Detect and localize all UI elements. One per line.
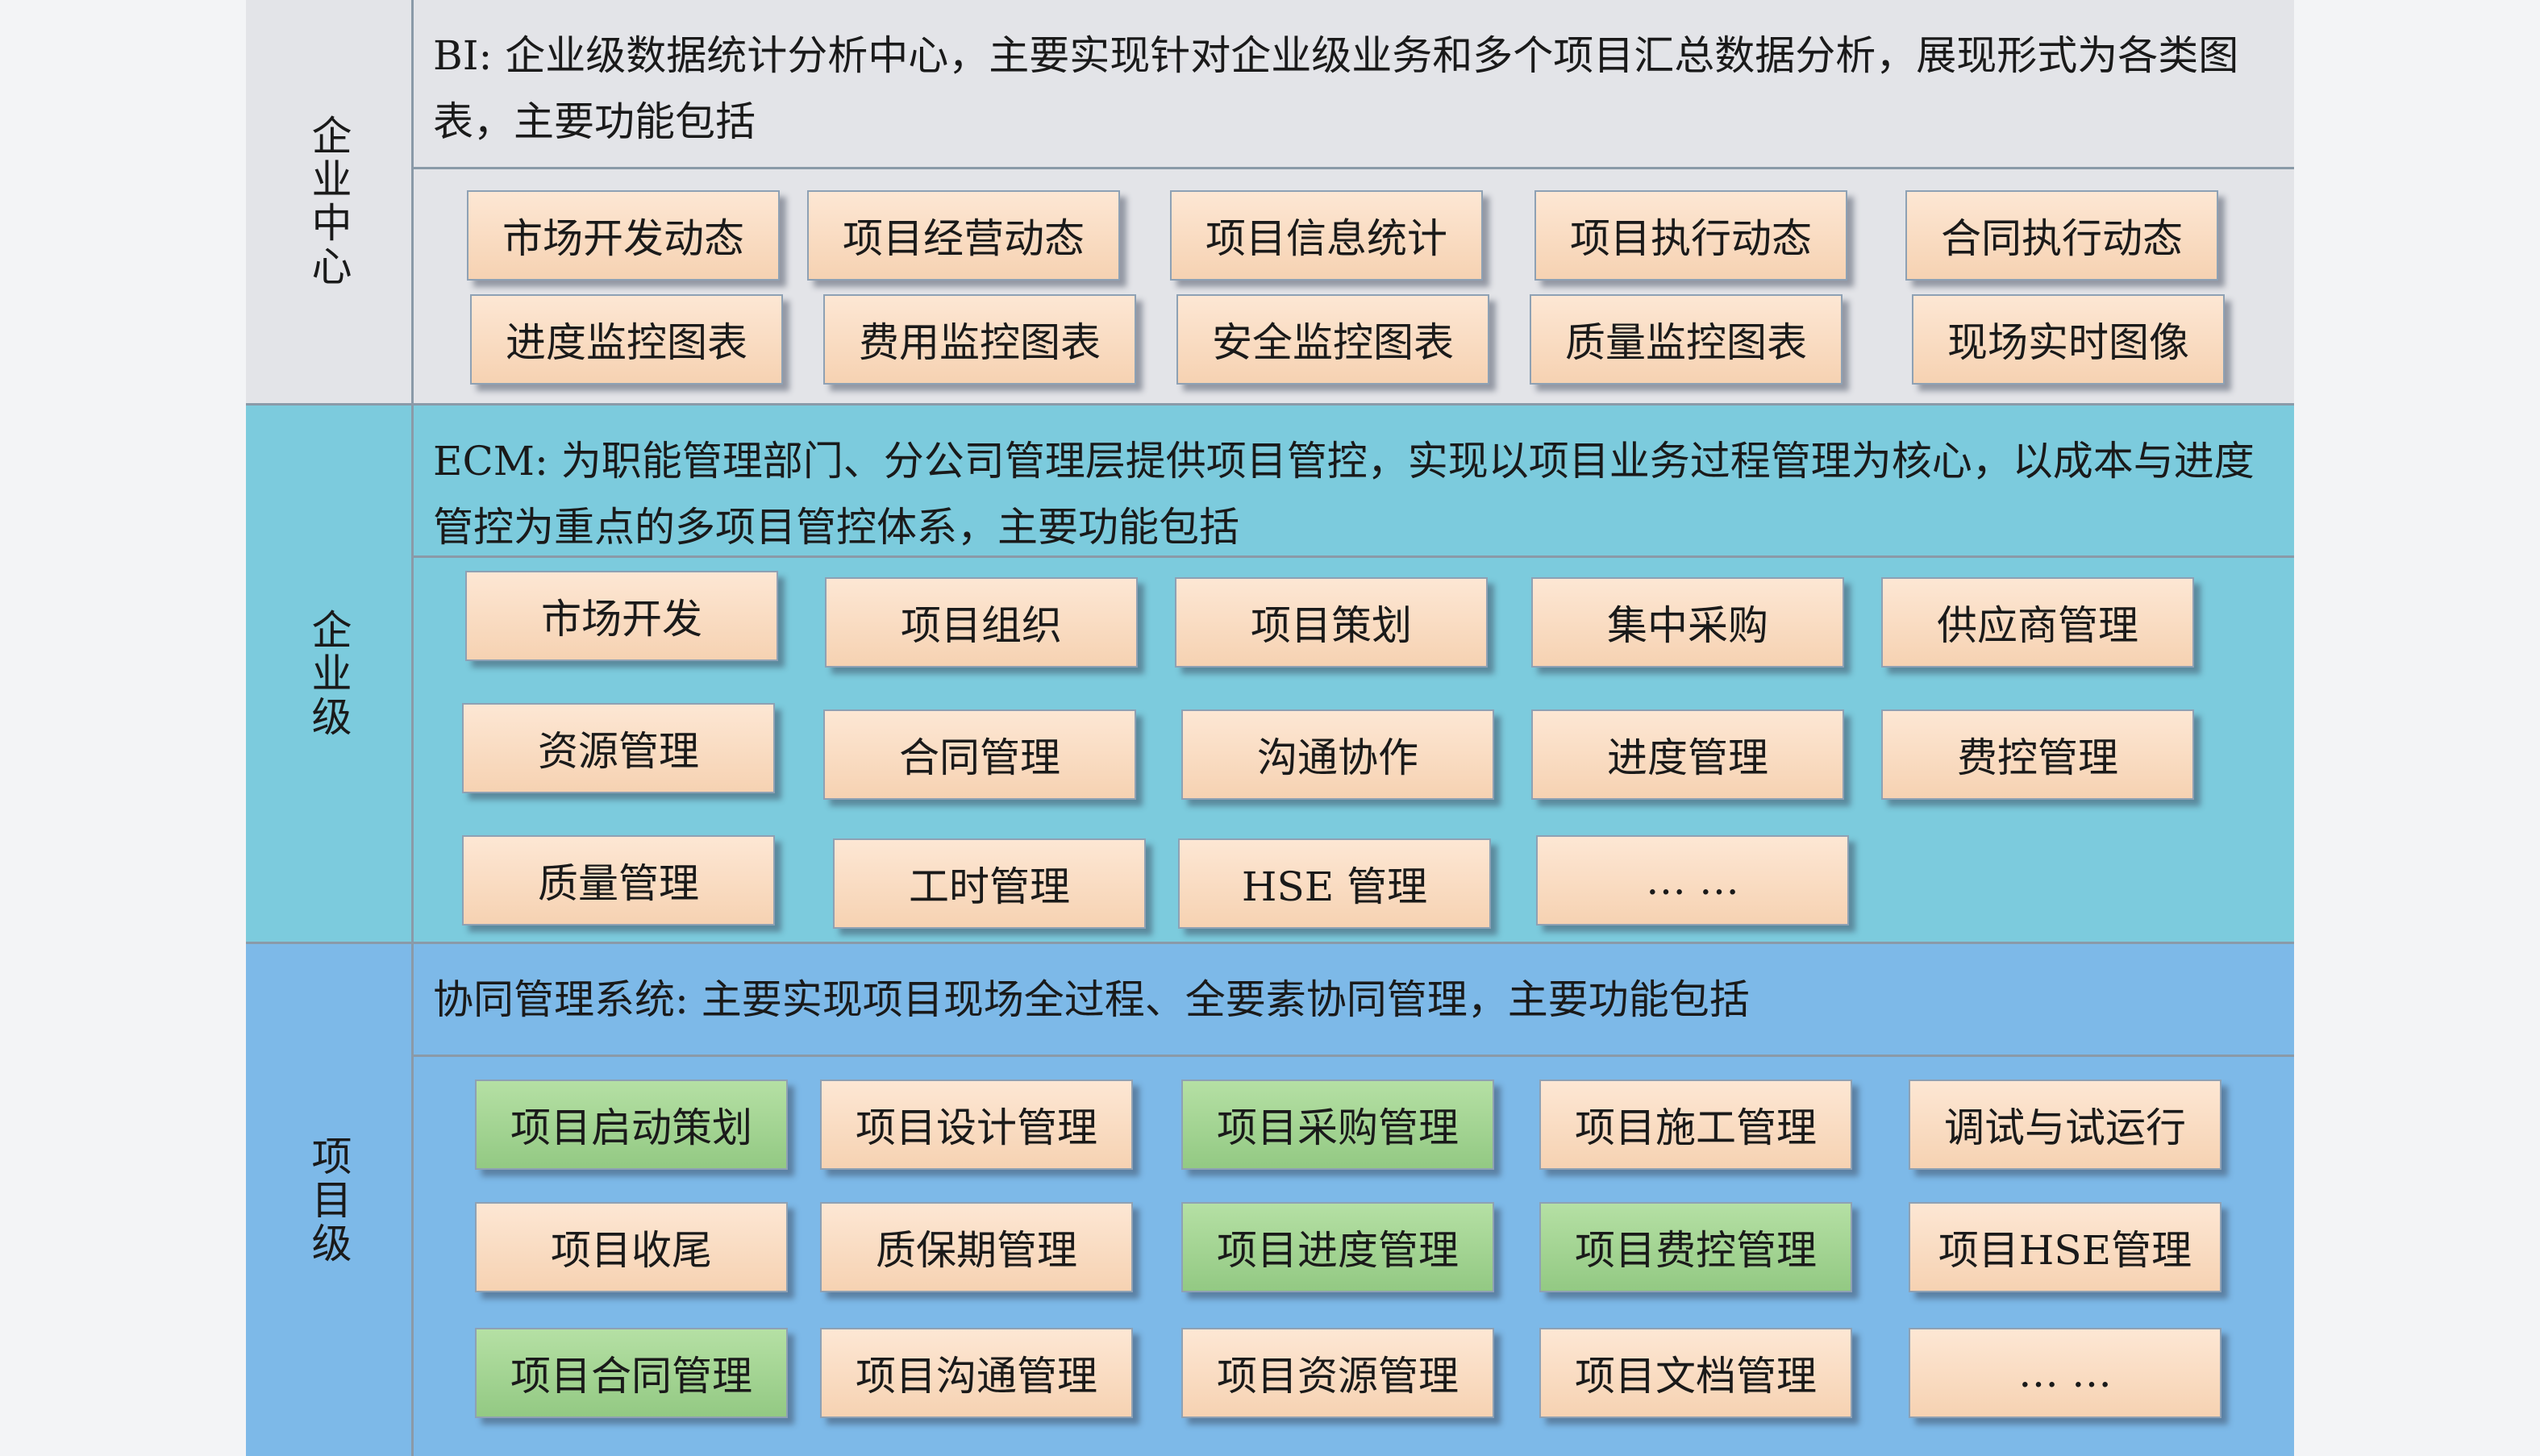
function-box: 进度管理: [1531, 709, 1844, 800]
function-box: 项目资源管理: [1181, 1328, 1494, 1418]
function-box: 质量管理: [462, 835, 775, 926]
function-box: 合同执行动态: [1905, 190, 2218, 281]
function-box: 市场开发动态: [467, 190, 780, 281]
function-box: … …: [1909, 1328, 2221, 1418]
function-box: 安全监控图表: [1176, 294, 1489, 385]
function-box: 工时管理: [833, 838, 1146, 929]
function-box: 进度监控图表: [470, 294, 783, 385]
function-box: 供应商管理: [1881, 577, 2194, 668]
function-box: 项目施工管理: [1539, 1080, 1852, 1170]
function-box: 项目费控管理: [1539, 1202, 1852, 1292]
function-box: 项目HSE管理: [1909, 1202, 2221, 1292]
section-enterprise-center: 企业中心 BI: 企业级数据统计分析中心，主要实现针对企业级业务和多个项目汇总数…: [246, 0, 2294, 406]
function-box: 项目启动策划: [475, 1080, 788, 1170]
function-box: 质量监控图表: [1530, 294, 1843, 385]
function-box: 项目合同管理: [475, 1328, 788, 1418]
function-box: … …: [1536, 835, 1849, 926]
function-box: 市场开发: [465, 571, 778, 661]
function-box: 项目策划: [1175, 577, 1488, 668]
function-box-area: 项目启动策划项目设计管理项目采购管理项目施工管理调试与试运行项目收尾质保期管理项…: [414, 1057, 2294, 1456]
function-box: 项目信息统计: [1170, 190, 1483, 281]
section-enterprise-level: 企业级 ECM: 为职能管理部门、分公司管理层提供项目管控，实现以项目业务过程管…: [246, 406, 2294, 944]
function-box: 质保期管理: [820, 1202, 1133, 1292]
function-box: 项目采购管理: [1181, 1080, 1494, 1170]
function-box: 项目文档管理: [1539, 1328, 1852, 1418]
section-label: 企业级: [246, 406, 414, 942]
function-box: 项目进度管理: [1181, 1202, 1494, 1292]
function-box: 项目设计管理: [820, 1080, 1133, 1170]
section-description: ECM: 为职能管理部门、分公司管理层提供项目管控，实现以项目业务过程管理为核心…: [414, 406, 2294, 558]
function-box: 资源管理: [462, 703, 775, 793]
function-box: 现场实时图像: [1912, 294, 2225, 385]
function-box: 费控管理: [1881, 709, 2194, 800]
section-description: BI: 企业级数据统计分析中心，主要实现针对企业级业务和多个项目汇总数据分析，展…: [414, 0, 2294, 169]
function-box: 项目组织: [825, 577, 1138, 668]
function-box: 项目沟通管理: [820, 1328, 1133, 1418]
function-box-area: 市场开发项目组织项目策划集中采购供应商管理资源管理合同管理沟通协作进度管理费控管…: [414, 558, 2294, 942]
section-project-level: 项目级 协同管理系统: 主要实现项目现场全过程、全要素协同管理，主要功能包括 项…: [246, 944, 2294, 1456]
function-box: HSE 管理: [1178, 838, 1491, 929]
section-label: 项目级: [246, 944, 414, 1456]
function-box: 调试与试运行: [1909, 1080, 2221, 1170]
function-box: 费用监控图表: [823, 294, 1136, 385]
function-box: 集中采购: [1531, 577, 1844, 668]
function-box: 项目收尾: [475, 1202, 788, 1292]
function-box: 项目经营动态: [807, 190, 1120, 281]
function-box: 合同管理: [823, 709, 1136, 800]
section-label: 企业中心: [246, 0, 414, 403]
section-description: 协同管理系统: 主要实现项目现场全过程、全要素协同管理，主要功能包括: [414, 944, 2294, 1057]
function-box: 项目执行动态: [1534, 190, 1847, 281]
function-box: 沟通协作: [1181, 709, 1494, 800]
function-box-area: 市场开发动态项目经营动态项目信息统计项目执行动态合同执行动态进度监控图表费用监控…: [414, 169, 2294, 403]
